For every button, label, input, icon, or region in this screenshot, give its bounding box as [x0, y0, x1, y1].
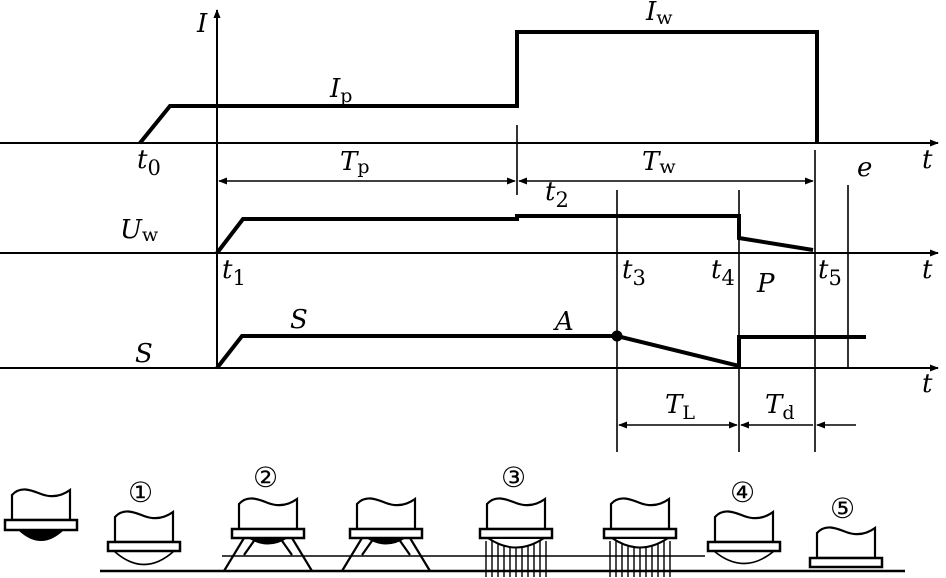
stage-number-3: ③ — [501, 461, 526, 494]
label-t4: t4 — [711, 255, 735, 290]
stage-illustrations: ① ② ③ ④ ⑤ — [3, 461, 905, 577]
electrode-stage-0 — [3, 487, 79, 541]
displacement-plot — [0, 330, 939, 372]
label-t5: t5 — [818, 255, 842, 290]
label-t0: t0 — [137, 145, 161, 180]
duration-arrows — [218, 177, 856, 429]
point-A-dot — [611, 330, 623, 342]
electrode-stage-2b — [341, 496, 431, 572]
label-Tp: Tp — [340, 147, 370, 178]
label-t-axis3: t — [922, 369, 933, 399]
label-S-curve: S — [290, 305, 308, 335]
label-Uw: Uw — [120, 215, 159, 246]
label-Td: Td — [765, 390, 795, 424]
stage-number-2: ② — [253, 461, 278, 494]
label-Ip: Ip — [329, 74, 352, 107]
stage-number-5: ⑤ — [830, 492, 855, 525]
electrode-stage-3b — [602, 496, 678, 577]
label-t1: t1 — [222, 255, 246, 290]
electrode-stage-4 — [706, 509, 782, 565]
label-t3: t3 — [622, 255, 646, 290]
label-Iw: Iw — [645, 0, 673, 29]
labels: I Iw Ip t0 Tp Tw t e t2 Uw t1 t3 t4 P t5… — [120, 0, 933, 424]
voltage-plot — [0, 214, 939, 257]
label-t2: t2 — [545, 177, 569, 212]
label-Tw: Tw — [642, 147, 676, 178]
label-P: P — [756, 269, 775, 299]
stage-number-4: ④ — [730, 476, 755, 509]
displacement-waveform — [215, 334, 866, 370]
label-t-axis1: t — [922, 145, 933, 175]
electrode-stage-2 — [223, 496, 313, 572]
voltage-waveform — [215, 214, 814, 255]
electrode-stage-1 — [106, 509, 182, 566]
stage-number-1: ① — [128, 476, 153, 509]
electrode-stage-3 — [478, 496, 554, 577]
label-S-axis: S — [135, 339, 153, 369]
current-plot — [0, 9, 939, 368]
label-A: A — [553, 307, 574, 337]
label-t-axis2: t — [922, 255, 933, 285]
label-I: I — [196, 9, 208, 39]
current-waveform — [138, 30, 819, 145]
electrode-stage-5 — [808, 525, 884, 569]
label-TL: TL — [665, 390, 695, 424]
label-e: e — [857, 153, 872, 183]
